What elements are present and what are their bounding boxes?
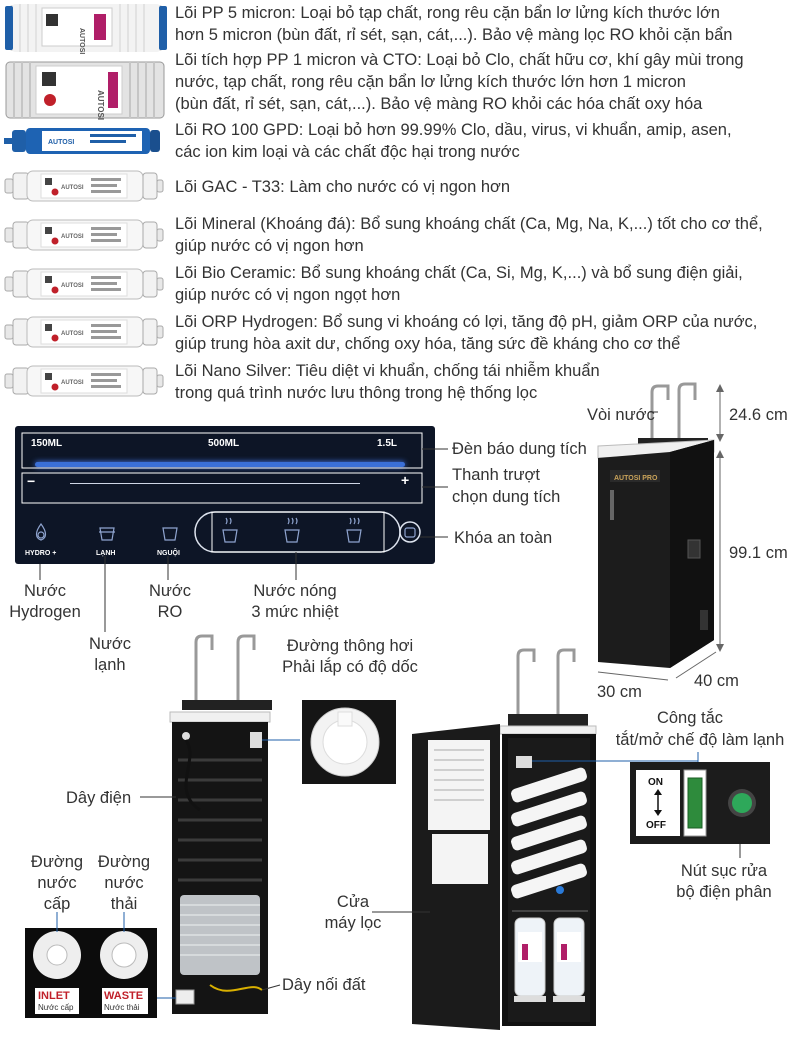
- label-dim-width: 40 cm: [694, 672, 739, 690]
- btn-ro-label: NGUỘI: [157, 550, 180, 557]
- label-capacity-light: Đèn báo dung tích: [452, 440, 587, 458]
- svg-text:AUTOSI: AUTOSI: [48, 139, 74, 146]
- label-dim-height-top: 24.6 cm: [729, 406, 788, 424]
- label-ro-1: Nước: [148, 582, 192, 600]
- filter-mineral-desc-line2: giúp nước có vị ngon hơn: [175, 237, 364, 255]
- filter-ro-desc-line2: các ion kim loại và các chất độc hại tro…: [175, 143, 520, 161]
- label-hot-2: 3 mức nhiệt: [251, 603, 339, 621]
- hot-cup-icons: [222, 517, 416, 543]
- label-waste-2: nước: [104, 874, 144, 892]
- inlet-sub: Nước cấp: [38, 1003, 74, 1012]
- filter-orp-desc-line1: Lõi ORP Hydrogen: Bổ sung vi khoáng có l…: [175, 313, 758, 331]
- filter-bio-desc-line2: giúp nước có vị ngon ngọt hơn: [175, 286, 401, 304]
- label-vent-1: Đường thông hơi: [286, 637, 414, 655]
- label-inlet-3: cấp: [43, 895, 71, 913]
- filter-nano-desc-line2: trong quá trình nước lưu thông trong hệ …: [175, 384, 538, 402]
- label-waste-3: thải: [110, 895, 138, 913]
- label-flush-1: Nút sục rửa: [680, 862, 768, 880]
- svg-text:AUTOSI PRO: AUTOSI PRO: [614, 475, 658, 482]
- label-ro-2: RO: [157, 603, 183, 621]
- control-panel: 150ML 500ML 1.5L − + HYDRO + LẠNH NGUỘI: [15, 426, 435, 564]
- label-door-2: máy lọc: [324, 914, 382, 932]
- svg-text:AUTOSI: AUTOSI: [96, 90, 105, 120]
- label-flush-2: bộ điện phân: [676, 883, 772, 901]
- filter-nano-desc-line1: Lõi Nano Silver: Tiêu diệt vi khuẩn, chố…: [175, 362, 600, 380]
- filter-pp5-desc-line1: Lõi PP 5 micron: Loại bỏ tạp chất, rong …: [175, 4, 720, 22]
- hydrogen-drop-icon: [35, 522, 47, 541]
- label-inlet-1: Đường: [30, 853, 84, 871]
- filter-pp5-desc-line2: hơn 5 micron (bùn đất, rỉ sét, sạn, cát,…: [175, 26, 733, 44]
- waste-sub: Nước thải: [104, 1003, 140, 1012]
- filter-pp1-desc-line1: Lõi tích hợp PP 1 micron và CTO: Loại bỏ…: [175, 51, 744, 69]
- label-power-cord: Dây điện: [66, 789, 132, 807]
- label-vent-2: Phải lắp có độ dốc: [282, 658, 418, 676]
- panel-buttons-graphic: [35, 511, 421, 553]
- label-ground-wire: Dây nối đất: [282, 976, 366, 994]
- label-door-1: Cửa: [336, 893, 370, 911]
- btn-cold-label: LẠNH: [96, 550, 116, 557]
- ro-cup-icon: [162, 527, 178, 541]
- filter-mineral-desc-line1: Lõi Mineral (Khoáng đá): Bổ sung khoáng …: [175, 215, 763, 233]
- label-switch-1: Công tắc: [656, 709, 724, 727]
- filter-gac-desc-line1: Lõi GAC - T33: Làm cho nước có vị ngon h…: [175, 178, 511, 196]
- interior-cartridges: [511, 767, 587, 899]
- label-slider-1: Thanh trượt: [452, 466, 540, 484]
- label-dim-height-body: 99.1 cm: [729, 544, 788, 562]
- filter-orp-desc-line2: giúp trung hòa axit dư, chống oxy hóa, t…: [175, 335, 681, 353]
- label-cold-1: Nước: [88, 635, 132, 653]
- label-cold-2: lạnh: [94, 656, 126, 674]
- label-switch-2: tắt/mở chế độ làm lạnh: [615, 731, 785, 749]
- filter-pp1-desc-line3: (bùn đất, rỉ sét, sạn, cát,...). Bảo vệ …: [175, 95, 703, 113]
- filter-pp1-desc-line2: nước, tạp chất, rong rêu cặn bẩn lơ lửng…: [175, 73, 686, 91]
- label-hot-1: Nước nóng: [253, 582, 337, 600]
- filter-bio-desc-line1: Lõi Bio Ceramic: Bổ sung khoáng chất (Ca…: [175, 264, 743, 282]
- label-faucet: Vòi nước: [587, 406, 655, 424]
- label-waste-1: Đường: [97, 853, 151, 871]
- btn-hydro-label: HYDRO +: [25, 550, 57, 557]
- inlet-title: INLET: [38, 990, 70, 1002]
- label-dim-depth: 30 cm: [597, 683, 642, 701]
- label-hydrogen-1: Nước: [23, 582, 67, 600]
- label-hydrogen-2: Hydrogen: [9, 603, 81, 621]
- label-slider-2: chọn dung tích: [452, 488, 561, 506]
- filter-ro-desc-line1: Lõi RO 100 GPD: Loại bỏ hơn 99.99% Clo, …: [175, 121, 732, 139]
- waste-title: WASTE: [104, 990, 144, 1002]
- label-inlet-2: nước: [37, 874, 77, 892]
- cold-cup-icon: [99, 527, 115, 541]
- svg-text:AUTOSI: AUTOSI: [78, 28, 85, 54]
- switch-off: OFF: [646, 820, 666, 831]
- switch-on: ON: [648, 777, 663, 788]
- label-safety-lock: Khóa an toàn: [454, 529, 553, 547]
